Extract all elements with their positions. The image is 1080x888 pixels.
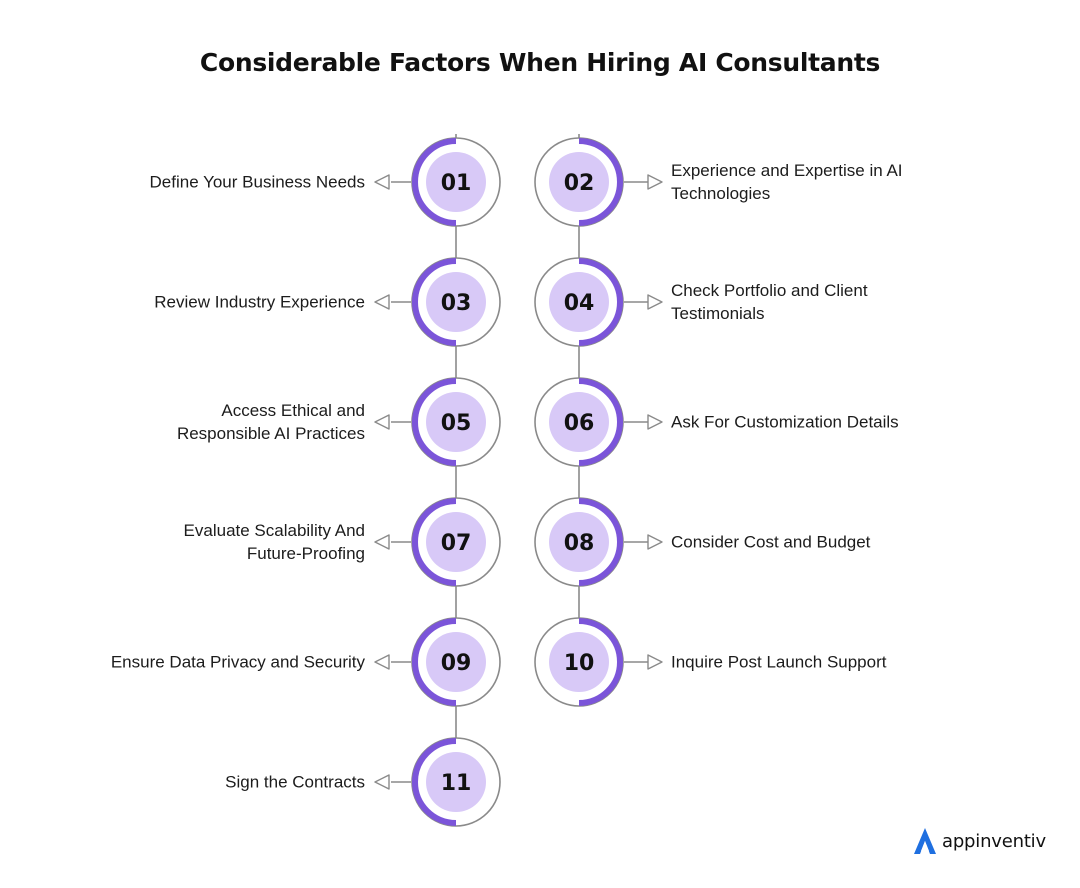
step-badge <box>549 632 609 692</box>
step-number: 05 <box>441 411 472 436</box>
step-node: 11 <box>374 737 501 827</box>
brand-name: appinventiv <box>942 830 1046 852</box>
step-number: 08 <box>564 531 595 556</box>
step-number: 01 <box>441 171 472 196</box>
step-node: 02 <box>534 137 663 227</box>
step-badge <box>426 152 486 212</box>
step-label: Experience and Expertise in AI Technolog… <box>671 161 903 203</box>
step-pointer-arrow <box>374 414 390 430</box>
step-node: 04 <box>534 257 663 347</box>
step-label: Ensure Data Privacy and Security <box>110 652 365 672</box>
step-pointer-arrow <box>647 174 663 190</box>
step-number: 03 <box>441 291 472 316</box>
step-accent-arc <box>412 378 457 466</box>
step-pointer-arrow <box>647 654 663 670</box>
appinventiv-logo-icon <box>914 828 936 854</box>
step-accent-arc <box>412 258 457 346</box>
step-number: 06 <box>564 411 595 436</box>
step-pointer-arrow <box>647 534 663 550</box>
step-pointer-arrow <box>647 294 663 310</box>
step-accent-arc <box>578 258 623 346</box>
step-label: Access Ethical and Responsible AI Practi… <box>176 401 365 443</box>
step-number: 04 <box>564 291 595 316</box>
step-number: 10 <box>564 651 595 676</box>
step-accent-arc <box>578 498 623 586</box>
step-node: 10 <box>534 617 663 707</box>
step-accent-arc <box>412 498 457 586</box>
step-accent-arc <box>412 618 457 706</box>
step-number: 09 <box>441 651 472 676</box>
step-accent-arc <box>578 618 623 706</box>
step-pointer-arrow <box>374 534 390 550</box>
step-pointer-arrow <box>374 654 390 670</box>
step-label: Evaluate Scalability And Future-Proofing <box>183 521 365 563</box>
step-label: Ask For Customization Details <box>671 412 899 432</box>
step-accent-arc <box>578 138 623 226</box>
step-label: Define Your Business Needs <box>149 172 365 192</box>
step-pointer-arrow <box>374 294 390 310</box>
step-label: Review Industry Experience <box>154 292 365 312</box>
step-badge <box>549 512 609 572</box>
step-badge <box>426 272 486 332</box>
step-badge <box>426 392 486 452</box>
step-badge <box>549 152 609 212</box>
page-title: Considerable Factors When Hiring AI Cons… <box>199 48 881 77</box>
step-number: 11 <box>441 771 472 796</box>
step-pointer-arrow <box>374 174 390 190</box>
step-node: 09 <box>374 617 501 707</box>
step-badge <box>426 632 486 692</box>
step-badge <box>426 752 486 812</box>
step-badge <box>549 272 609 332</box>
step-accent-arc <box>412 138 457 226</box>
step-label: Consider Cost and Budget <box>671 532 871 552</box>
step-accent-arc <box>412 738 457 826</box>
step-node: 01 <box>374 137 501 227</box>
step-node: 03 <box>374 257 501 347</box>
step-number: 02 <box>564 171 595 196</box>
step-nodes: 01 02 03 04 05 06 07 08 09 10 11 <box>374 137 663 827</box>
step-node: 06 <box>534 377 663 467</box>
step-pointer-arrow <box>374 774 390 790</box>
brand-logo: appinventiv <box>912 826 1046 856</box>
step-accent-arc <box>578 378 623 466</box>
step-node: 07 <box>374 497 501 587</box>
step-label: Inquire Post Launch Support <box>671 652 887 672</box>
step-node: 05 <box>374 377 501 467</box>
step-pointer-arrow <box>647 414 663 430</box>
step-number: 07 <box>441 531 472 556</box>
step-badge <box>426 512 486 572</box>
step-node: 08 <box>534 497 663 587</box>
step-badge <box>549 392 609 452</box>
step-label: Check Portfolio and Client Testimonials <box>671 281 868 323</box>
step-label: Sign the Contracts <box>225 772 365 792</box>
